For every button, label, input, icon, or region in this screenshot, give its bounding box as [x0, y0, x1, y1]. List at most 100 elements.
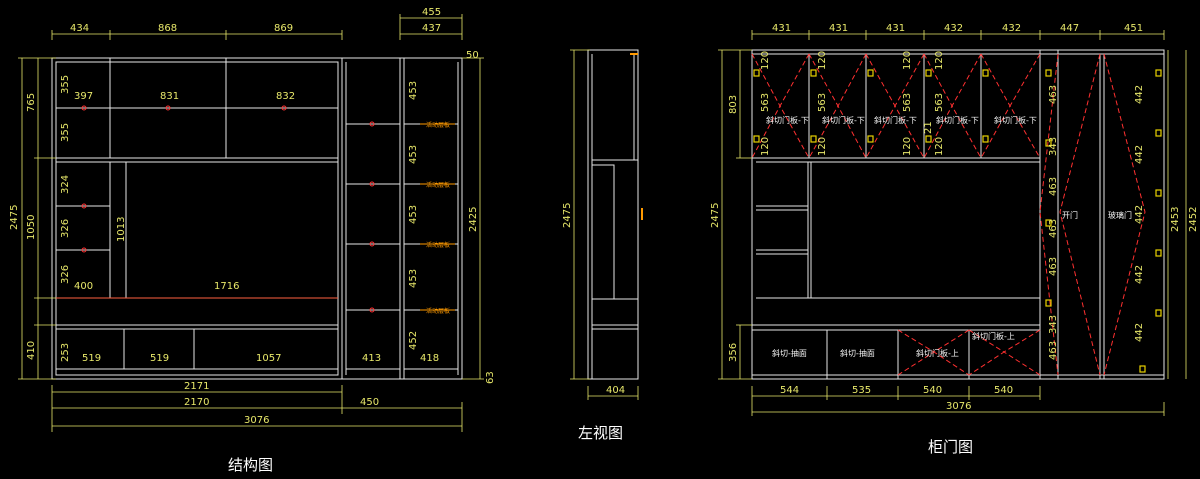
structure-view: [51, 57, 463, 380]
dim-right-6: 63: [485, 371, 496, 384]
door-top-1: 431: [829, 23, 848, 34]
dim-tv-0: 1013: [116, 217, 127, 242]
door-bottom-0: 544: [780, 385, 799, 396]
left-view-dims: 2475 404: [562, 203, 625, 396]
door-inner-10: 563: [934, 93, 945, 112]
door-label-1: 斜切门板-下: [822, 115, 865, 125]
left-view-height-dim: 2475: [562, 203, 573, 228]
dim-upper-0: 397: [74, 91, 93, 102]
open-label: 开门: [1062, 210, 1078, 220]
dim-top-2: 869: [274, 23, 293, 34]
dim-top-1: 868: [158, 23, 177, 34]
dim-top-3: 455: [422, 7, 441, 18]
left-view-dim-lines: [570, 49, 639, 400]
door-rinner-0: 442: [1134, 85, 1145, 104]
door-right-1: 2452: [1188, 207, 1199, 232]
door-inner-6: 120: [902, 51, 913, 70]
structure-red-markers: [56, 105, 375, 313]
dim-base-4: 418: [420, 353, 439, 364]
structure-shelf-tags: 活动层板 活动层板 活动层板 活动层板: [426, 121, 450, 315]
dim-inner-left-5: 253: [60, 343, 71, 362]
door-right-0: 2453: [1170, 207, 1181, 232]
door-mid-5: 343: [1048, 315, 1059, 334]
left-view-markers: [630, 53, 643, 220]
door-left-1: 2475: [710, 203, 721, 228]
dim-right-2: 453: [408, 205, 419, 224]
door-top-3: 432: [944, 23, 963, 34]
door-bottom-1: 535: [852, 385, 871, 396]
shelf-tag-0: 活动层板: [426, 121, 450, 129]
drawer-label-0: 斜切-抽面: [772, 348, 807, 358]
door-top-4: 432: [1002, 23, 1021, 34]
door-diagonals: [751, 53, 1146, 376]
left-view: [587, 49, 639, 380]
dim-right-4: 452: [408, 331, 419, 350]
door-inner-2: 120: [760, 137, 771, 156]
dim-top-5: 50: [466, 50, 479, 61]
door-left-2: 356: [728, 343, 739, 362]
door-small-dim: 21: [923, 121, 934, 134]
door-inner-5: 120: [817, 137, 828, 156]
drawer-label-1: 斜切-抽面: [840, 348, 875, 358]
door-top-0: 431: [772, 23, 791, 34]
dim-left-2: 1050: [26, 215, 37, 240]
door-view-title: 柜门图: [928, 438, 973, 456]
door-view: [751, 49, 1165, 380]
dim-upper-1: 831: [160, 91, 179, 102]
door-label-0: 斜切门板-下: [766, 115, 809, 125]
door-top-2: 431: [886, 23, 905, 34]
door-mid-0: 463: [1048, 85, 1059, 104]
door-rinner-2: 442: [1134, 205, 1145, 224]
structure-orange-markers: [420, 123, 455, 311]
structure-dim-lines: [18, 14, 484, 432]
dim-inner-left-4: 326: [60, 265, 71, 284]
door-label-3: 斜切门板-下: [936, 115, 979, 125]
door-mid-4: 463: [1048, 257, 1059, 276]
door-upper-label-0: 斜切门板-上: [916, 348, 959, 358]
shelf-tag-3: 活动层板: [426, 307, 450, 315]
shelf-tag-1: 活动层板: [426, 181, 450, 189]
door-inner-11: 120: [934, 137, 945, 156]
door-top-5: 447: [1060, 23, 1079, 34]
structure-title: 结构图: [228, 456, 273, 474]
dim-bottom-2: 450: [360, 397, 379, 408]
door-inner-9: 120: [934, 51, 945, 70]
dim-inner-left-0: 355: [60, 75, 71, 94]
dim-bottom-3: 3076: [244, 415, 269, 426]
door-top-6: 451: [1124, 23, 1143, 34]
door-rinner-1: 442: [1134, 145, 1145, 164]
door-bottom-3: 540: [994, 385, 1013, 396]
dim-top-4: 437: [422, 23, 441, 34]
door-mid-3: 463: [1048, 219, 1059, 238]
door-inner-8: 120: [902, 137, 913, 156]
dim-base-3: 413: [362, 353, 381, 364]
dim-right-0: 453: [408, 81, 419, 100]
dim-left-1: 765: [26, 93, 37, 112]
dim-inner-left-1: 355: [60, 123, 71, 142]
door-upper-label-1: 斜切门板-上: [972, 331, 1015, 341]
dim-right-5: 2425: [468, 207, 479, 232]
dim-inner-left-2: 324: [60, 175, 71, 194]
left-view-depth-dim: 404: [606, 385, 625, 396]
door-rinner-3: 442: [1134, 265, 1145, 284]
door-hinges: [753, 69, 1162, 373]
dim-left-0: 2475: [9, 205, 20, 230]
dim-right-1: 453: [408, 145, 419, 164]
door-bottom-2: 540: [923, 385, 942, 396]
dim-tv-1: 400: [74, 281, 93, 292]
dim-bottom-1: 2170: [184, 397, 209, 408]
dim-bottom-0: 2171: [184, 381, 209, 392]
door-inner-7: 563: [902, 93, 913, 112]
glass-label: 玻璃门: [1108, 210, 1132, 220]
door-rinner-4: 442: [1134, 323, 1145, 342]
dim-inner-left-3: 326: [60, 219, 71, 238]
dim-right-3: 453: [408, 269, 419, 288]
door-mid-6: 463: [1048, 341, 1059, 360]
dim-left-3: 410: [26, 341, 37, 360]
door-dims: 431 431 431 432 432 447 451 803 2475 356…: [710, 23, 1199, 412]
door-inner-3: 120: [817, 51, 828, 70]
dim-tv-2: 1716: [214, 281, 239, 292]
dim-top-0: 434: [70, 23, 89, 34]
